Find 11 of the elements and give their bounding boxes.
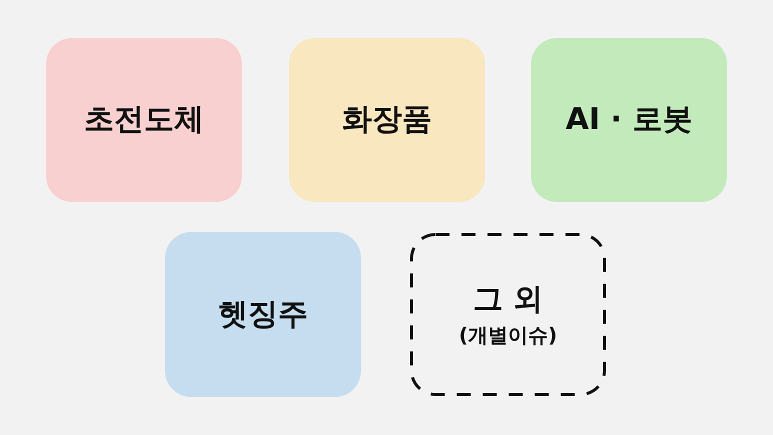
category-box <box>165 232 361 397</box>
category-box <box>289 38 485 202</box>
box-title: AI · 로봇 <box>566 102 692 138</box>
box-title: 그 외 <box>472 282 544 318</box>
category-box <box>46 38 242 202</box>
dashed-category-box <box>410 233 606 396</box>
box-title: 헷징주 <box>218 296 308 332</box>
box-title: 화장품 <box>342 102 432 138</box>
box-subtitle: (개별이슈) <box>458 322 558 348</box>
category-box <box>531 38 727 202</box>
box-title: 초전도체 <box>84 102 204 138</box>
